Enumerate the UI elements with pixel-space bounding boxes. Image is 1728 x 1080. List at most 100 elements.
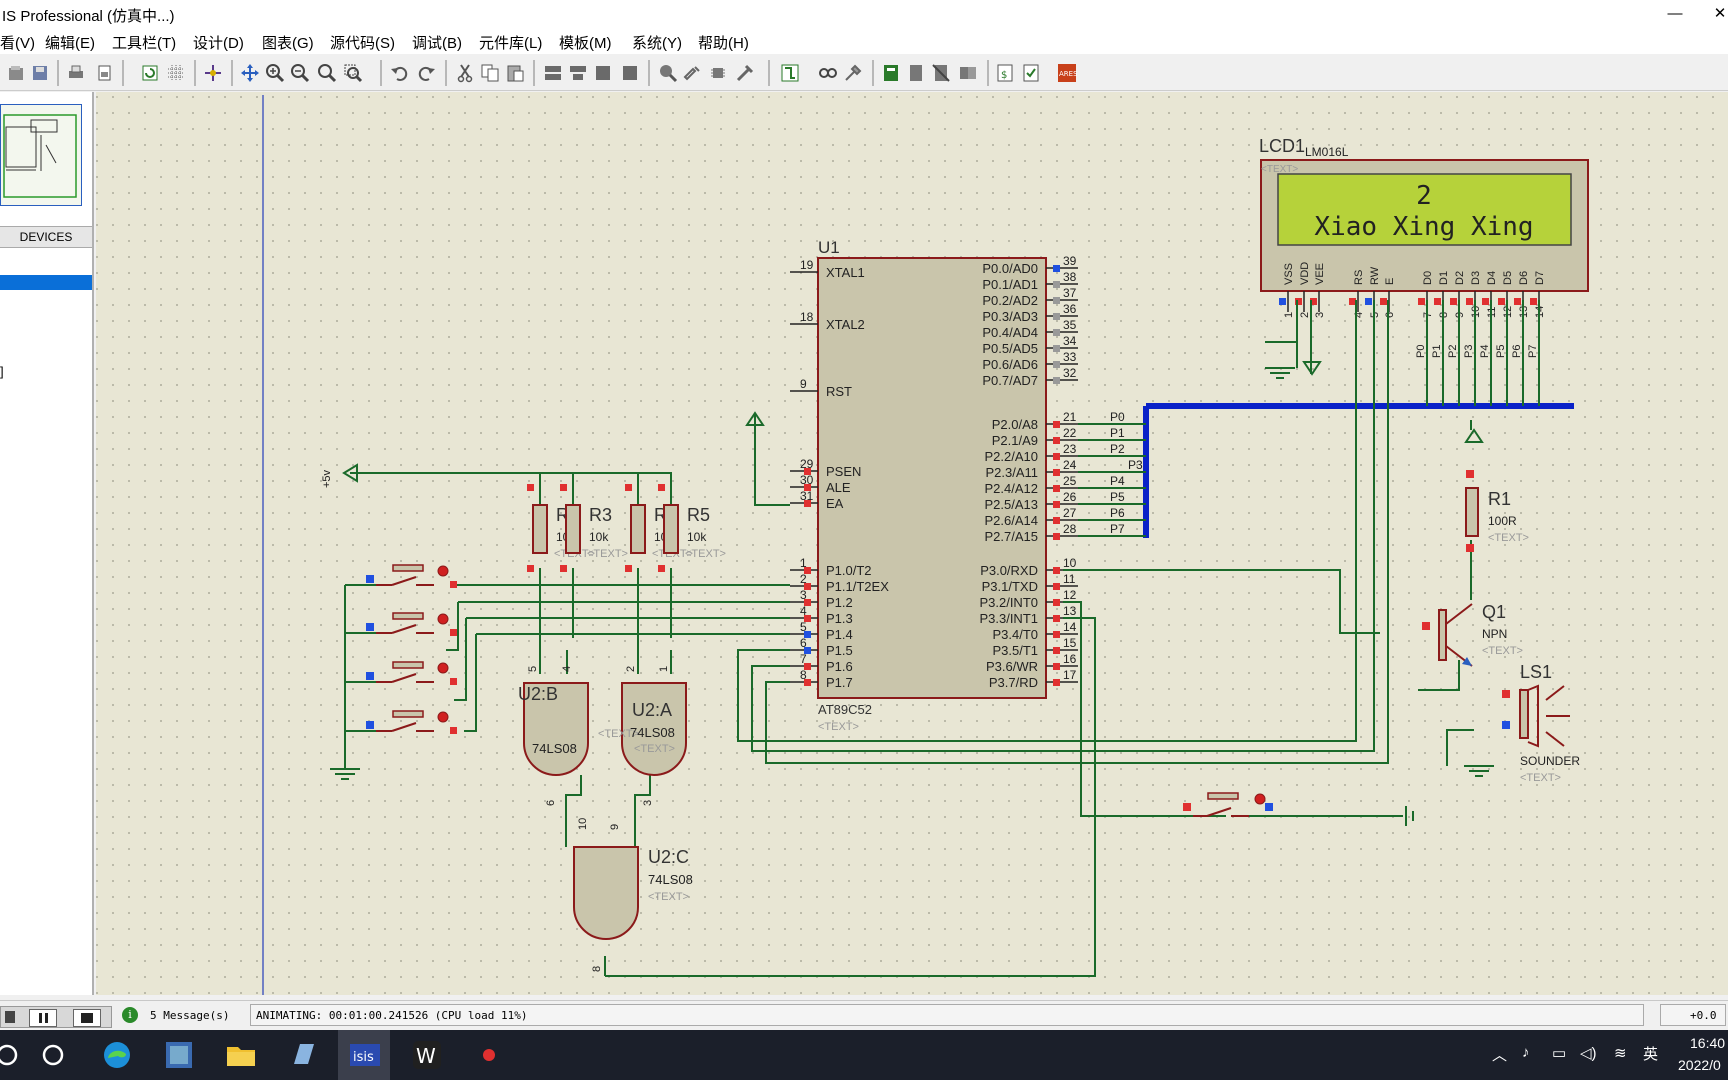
paste-icon[interactable]: [505, 63, 525, 83]
block-move-icon[interactable]: [568, 63, 588, 83]
u2c-gate[interactable]: [573, 846, 639, 940]
u1-pin-state: [1053, 281, 1060, 288]
bill-of-materials-icon[interactable]: $: [995, 63, 1015, 83]
u1-pin-state: [804, 679, 811, 686]
page-setup-icon[interactable]: [94, 63, 114, 83]
u1-pin-name: RST: [826, 384, 852, 399]
u2a-gate[interactable]: [621, 682, 687, 776]
remove-sheet-icon[interactable]: [931, 63, 951, 83]
u1-pin-name: P3.1/TXD: [982, 579, 1038, 594]
notes-icon[interactable]: [286, 1038, 320, 1072]
new-sheet-icon[interactable]: [906, 63, 926, 83]
search-tag-icon[interactable]: [818, 63, 838, 83]
selected-device-row[interactable]: [0, 275, 92, 290]
pause-button[interactable]: [29, 1009, 57, 1027]
app-icon[interactable]: [162, 1038, 196, 1072]
open-icon[interactable]: [6, 63, 26, 83]
menu-view[interactable]: 看(V): [0, 35, 35, 52]
menu-design[interactable]: 设计(D): [193, 35, 244, 52]
microphone-icon[interactable]: ♪: [1522, 1044, 1530, 1061]
lcd-bus-label: P1: [1431, 345, 1443, 358]
u1-body[interactable]: [817, 257, 1047, 699]
lcd-bus-label: P2: [1447, 345, 1459, 358]
wire-autorouter-icon[interactable]: [780, 63, 800, 83]
grid-icon[interactable]: [166, 63, 186, 83]
wifi-icon[interactable]: ≋: [1614, 1045, 1627, 1062]
electrical-rule-check-icon[interactable]: [1021, 63, 1041, 83]
lcd-pin-state: [1482, 298, 1489, 305]
isis-icon[interactable]: isis: [348, 1038, 382, 1072]
clock-time[interactable]: 16:40: [1690, 1035, 1726, 1051]
lcd-pin-name: VSS: [1283, 263, 1295, 285]
close-button[interactable]: ✕: [1713, 5, 1727, 22]
goto-sheet-icon[interactable]: [958, 63, 978, 83]
edge-icon[interactable]: [100, 1038, 134, 1072]
recorder-icon[interactable]: [472, 1038, 506, 1072]
lcd-bus-label: P7: [1527, 345, 1539, 358]
block-delete-icon[interactable]: [620, 63, 640, 83]
u1-pin-name: P2.1/A9: [992, 433, 1038, 448]
block-copy-icon[interactable]: [543, 63, 563, 83]
device-list-item[interactable]: ]: [0, 364, 4, 379]
u1-pin-num: 25: [1063, 474, 1077, 488]
zoom-out-icon[interactable]: [290, 63, 310, 83]
pick-device-icon[interactable]: [658, 63, 678, 83]
zoom-all-icon[interactable]: [317, 63, 337, 83]
ime-indicator[interactable]: 英: [1643, 1046, 1659, 1063]
menu-source[interactable]: 源代码(S): [330, 35, 395, 52]
r1-body[interactable]: [1465, 487, 1479, 537]
undo-icon[interactable]: [390, 63, 410, 83]
menu-edit[interactable]: 编辑(E): [45, 35, 95, 52]
push-buttons[interactable]: [366, 564, 1273, 817]
stop-button[interactable]: [73, 1009, 101, 1027]
u1-pin-state: [804, 647, 811, 654]
tray-chevron-icon[interactable]: ︿: [1492, 1047, 1508, 1064]
print-icon[interactable]: [66, 63, 86, 83]
copy-icon[interactable]: [480, 63, 500, 83]
block-rotate-icon[interactable]: [593, 63, 613, 83]
cut-icon[interactable]: [455, 63, 475, 83]
battery-icon[interactable]: ▭: [1552, 1045, 1567, 1062]
vcc-arrow-u1: [745, 411, 765, 426]
ls1-symbol[interactable]: [1519, 684, 1570, 748]
clock-date[interactable]: 2022/0: [1678, 1057, 1721, 1073]
volume-icon[interactable]: ◁): [1580, 1045, 1597, 1062]
pan-icon[interactable]: [240, 63, 260, 83]
menu-library[interactable]: 元件库(L): [479, 35, 543, 52]
decompose-icon[interactable]: [735, 63, 755, 83]
push-button-cap: [392, 612, 424, 620]
u1-pin-state: [1053, 647, 1060, 654]
lcd-pin-state: [1365, 298, 1372, 305]
wps-icon[interactable]: W: [410, 1038, 444, 1072]
menu-help[interactable]: 帮助(H): [698, 35, 749, 52]
push-button-indicator: [437, 662, 449, 674]
ares-icon[interactable]: ARES: [1057, 63, 1077, 83]
zoom-in-icon[interactable]: [265, 63, 285, 83]
menu-graph[interactable]: 图表(G): [262, 35, 314, 52]
u2b-gate[interactable]: [523, 682, 589, 776]
property-tool-icon[interactable]: [843, 63, 863, 83]
origin-icon[interactable]: [203, 63, 223, 83]
u1-pin-num: 24: [1063, 458, 1077, 472]
step-button[interactable]: [5, 1011, 15, 1023]
package-tool-icon[interactable]: [708, 63, 728, 83]
menu-system[interactable]: 系统(Y): [632, 35, 682, 52]
design-explorer-icon[interactable]: [881, 63, 901, 83]
save-icon[interactable]: [30, 63, 50, 83]
redraw-icon[interactable]: [140, 63, 160, 83]
search-icon[interactable]: [36, 1038, 70, 1072]
minimize-button[interactable]: —: [1667, 5, 1683, 22]
menu-toolbar[interactable]: 工具栏(T): [112, 35, 177, 52]
zoom-area-icon[interactable]: [343, 63, 363, 83]
menu-template[interactable]: 模板(M): [559, 35, 612, 52]
file-explorer-icon[interactable]: [224, 1038, 258, 1072]
ls1-part: SOUNDER: [1520, 754, 1580, 768]
overview-window[interactable]: [0, 104, 82, 206]
messages-count[interactable]: 5 Message(s): [150, 1009, 230, 1022]
make-device-icon[interactable]: [683, 63, 703, 83]
redo-icon[interactable]: [416, 63, 436, 83]
menu-debug[interactable]: 调试(B): [412, 35, 462, 52]
q1-symbol[interactable]: [1438, 603, 1473, 667]
start-icon[interactable]: [0, 1038, 24, 1072]
